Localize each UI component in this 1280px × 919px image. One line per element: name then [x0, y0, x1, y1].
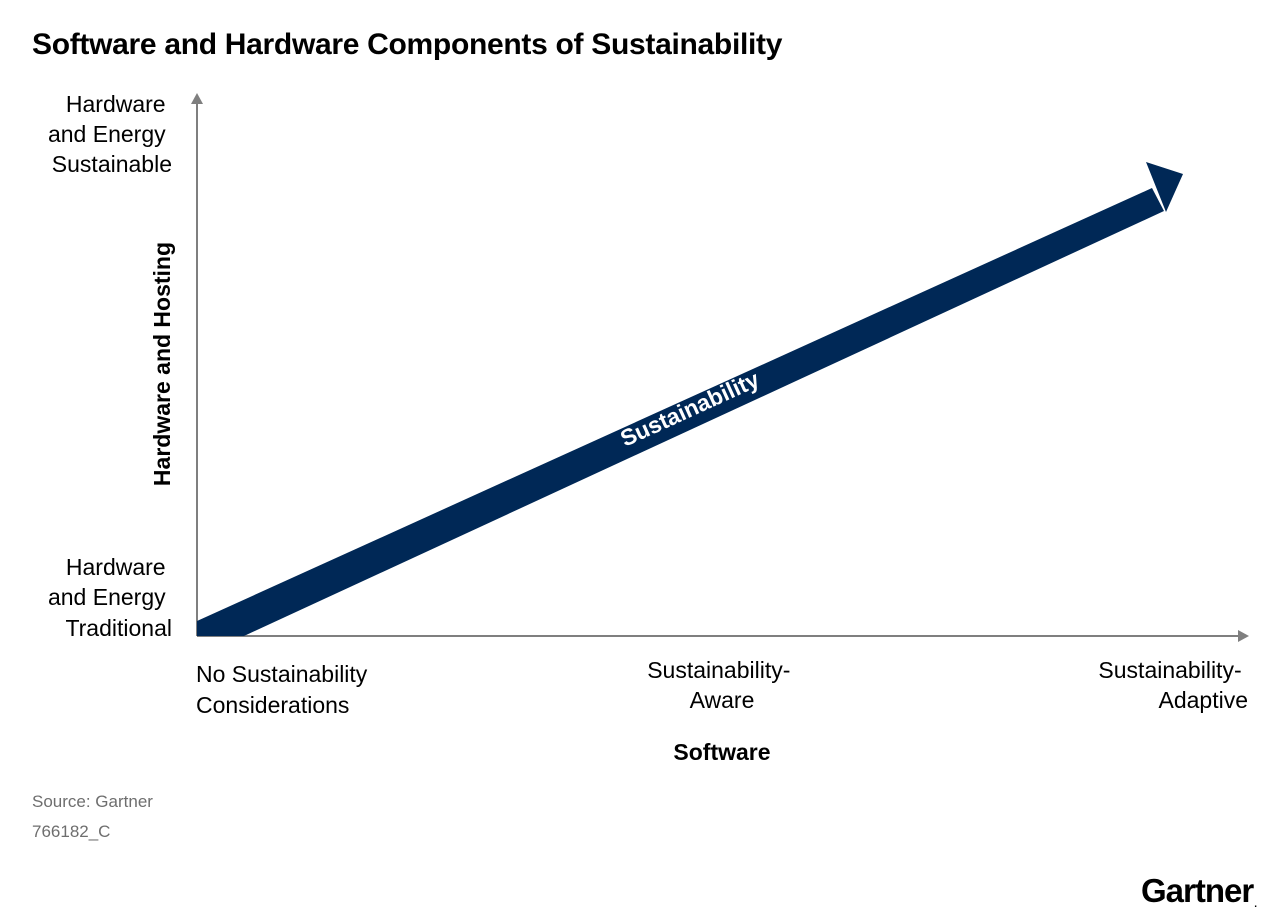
gartner-logo: Gartner.: [1141, 872, 1257, 910]
sustainability-arrow-head: [1146, 162, 1183, 212]
figure-code: 766182_C: [32, 822, 111, 841]
y-top-label: Hardware and Energy Sustainable: [48, 91, 172, 177]
page-title: Software and Hardware Components of Sust…: [32, 28, 783, 61]
x-axis-arrowhead: [1238, 630, 1249, 642]
brand-name: Gartner: [1141, 872, 1254, 909]
arrow-label: Sustainability: [616, 366, 763, 452]
brand-mark: .: [1254, 899, 1257, 910]
x-label-sustainability-adaptive: Sustainability- Adaptive: [1098, 657, 1248, 713]
y-axis-arrowhead: [191, 93, 203, 104]
y-axis-title: Hardware and Hosting: [149, 242, 175, 486]
source-note: Source: Gartner: [32, 792, 153, 811]
x-label-no-sustainability: No Sustainability Considerations: [196, 661, 374, 718]
x-axis-title: Software: [673, 739, 770, 765]
y-bottom-label: Hardware and Energy Traditional: [48, 554, 172, 641]
sustainability-arrow-body: [197, 188, 1164, 636]
x-label-sustainability-aware: Sustainability- Aware: [647, 657, 797, 713]
